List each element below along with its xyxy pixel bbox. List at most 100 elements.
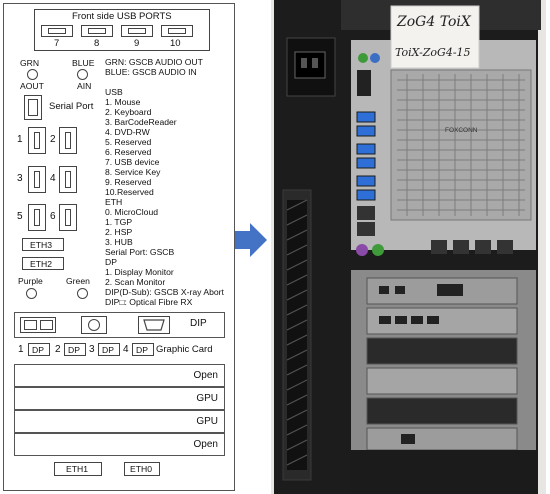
usb-pair-label-2: 2 [50,134,56,145]
fan-brand-text: FOXCONN [445,127,478,134]
workstation-rear-photo: ZoG4 ToiX ToiX-ZoG4-15 FOXCONN [271,0,546,494]
ps2-purple-jack [26,288,37,299]
usb-number-7: 7 [54,38,60,49]
dp-port-3: DP [98,343,120,356]
usb-pair-label-1: 1 [17,134,23,145]
usb-pair-label-3: 3 [17,173,23,184]
rear-usb-port-3 [28,166,46,193]
legend-line: ETH [105,197,123,207]
dp-port-1-label: DP [32,345,44,355]
rear-usb-port-2 [59,127,77,154]
graphic-card-label: Graphic Card [156,344,213,355]
dsub-connector [138,316,170,334]
eth2-label: ETH2 [30,259,52,269]
handwritten-label-line2: ToiX-ZoG4-15 [395,46,471,59]
legend-line: 2. Keyboard [105,107,152,117]
legend-line: BLUE: GSCB AUDIO IN [105,67,197,77]
front-usb-port-10 [161,25,193,37]
slot-2: GPU [14,387,225,410]
legend-line: GRN: GSCB AUDIO OUT [105,57,203,67]
ps2-green-jack [77,288,88,299]
eth3-port [22,238,64,251]
usb-number-10: 10 [170,38,181,49]
dp-number-4: 4 [123,344,129,355]
usb-number-9: 9 [134,38,140,49]
legend-line: Serial Port: GSCB [105,247,175,257]
ain-label: AIN [77,81,92,91]
legend-line: DIP(D-Sub): GSCB X-ray Abort [105,287,224,297]
serial-port-label: Serial Port [49,101,94,112]
right-arrow-icon [235,223,267,257]
front-usb-title: Front side USB PORTS [72,11,172,22]
grn-label: GRN [20,58,40,68]
optical-fibre-connector [20,317,56,333]
dp-number-2: 2 [55,344,61,355]
rear-panel-illustration [271,0,546,494]
dip-row [14,312,225,338]
audio-out-jack [27,69,38,80]
legend-line: 3. HUB [105,237,133,247]
legend-line: 1. TGP [105,217,133,227]
dp-number-1: 1 [18,344,24,355]
eth1-label: ETH1 [66,464,88,474]
usb-pair-label-6: 6 [50,211,56,222]
legend-line: 1. Display Monitor [105,267,174,277]
front-usb-port-7 [41,25,73,37]
legend-line: 0. MicroCloud [105,207,159,217]
eth2-port [22,257,64,270]
eth1-port [54,462,102,476]
slot-2-label: GPU [196,393,218,404]
rear-usb-port-4 [59,166,77,193]
legend-line: USB [105,87,123,97]
dp-number-3: 3 [89,344,95,355]
legend-line: 7. USB device [105,157,160,167]
dp-port-4: DP [132,343,154,356]
blue-label: BLUE [72,58,95,68]
legend-line: 2. HSP [105,227,133,237]
connector-panel-diagram: Front side USB PORTS 7 8 9 10 GRN BLUE A… [3,3,235,491]
rear-usb-port-1 [28,127,46,154]
legend-line: 8. Service Key [105,167,161,177]
slot-1: Open [14,364,225,387]
aout-label: AOUT [20,81,44,91]
slot-4-label: Open [193,439,218,450]
dip-round-connector [81,316,107,334]
dp-port-2: DP [64,343,86,356]
eth0-port [124,462,160,476]
legend-line [105,77,233,87]
dip-label: DIP [190,318,207,329]
usb-number-8: 8 [94,38,100,49]
legend-line: 6. Reserved [105,147,152,157]
legend-line: DP [105,257,117,267]
front-usb-port-8 [81,25,113,37]
legend-line: 2. Scan Monitor [105,277,166,287]
legend-line: 10.Reserved [105,187,154,197]
legend-line: 5. Reserved [105,137,152,147]
legend-line: 3. BarCodeReader [105,117,177,127]
audio-in-jack [77,69,88,80]
front-usb-port-9 [121,25,153,37]
slot-1-label: Open [193,370,218,381]
usb-pair-label-5: 5 [17,211,23,222]
slot-3-label: GPU [196,416,218,427]
legend-line: 4. DVD-RW [105,127,150,137]
legend-line: 9. Reserved [105,177,152,187]
handwritten-label-line1: ZoG4 ToiX [397,14,471,30]
rear-usb-port-6 [59,204,77,231]
eth3-label: ETH3 [30,240,52,250]
usb-pair-label-4: 4 [50,173,56,184]
legend-line: DIP□: Optical Fibre RX [105,297,193,307]
dp-port-2-label: DP [68,345,80,355]
dp-port-1: DP [28,343,50,356]
slot-4: Open [14,433,225,456]
eth0-label: ETH0 [130,464,152,474]
rear-usb-port-5 [28,204,46,231]
legend-line: 1. Mouse [105,97,141,107]
purple-label: Purple [18,276,43,286]
slot-3: GPU [14,410,225,433]
dp-port-3-label: DP [102,345,114,355]
dp-port-4-label: DP [136,345,148,355]
serial-port-connector [24,95,42,120]
green-label: Green [66,276,90,286]
